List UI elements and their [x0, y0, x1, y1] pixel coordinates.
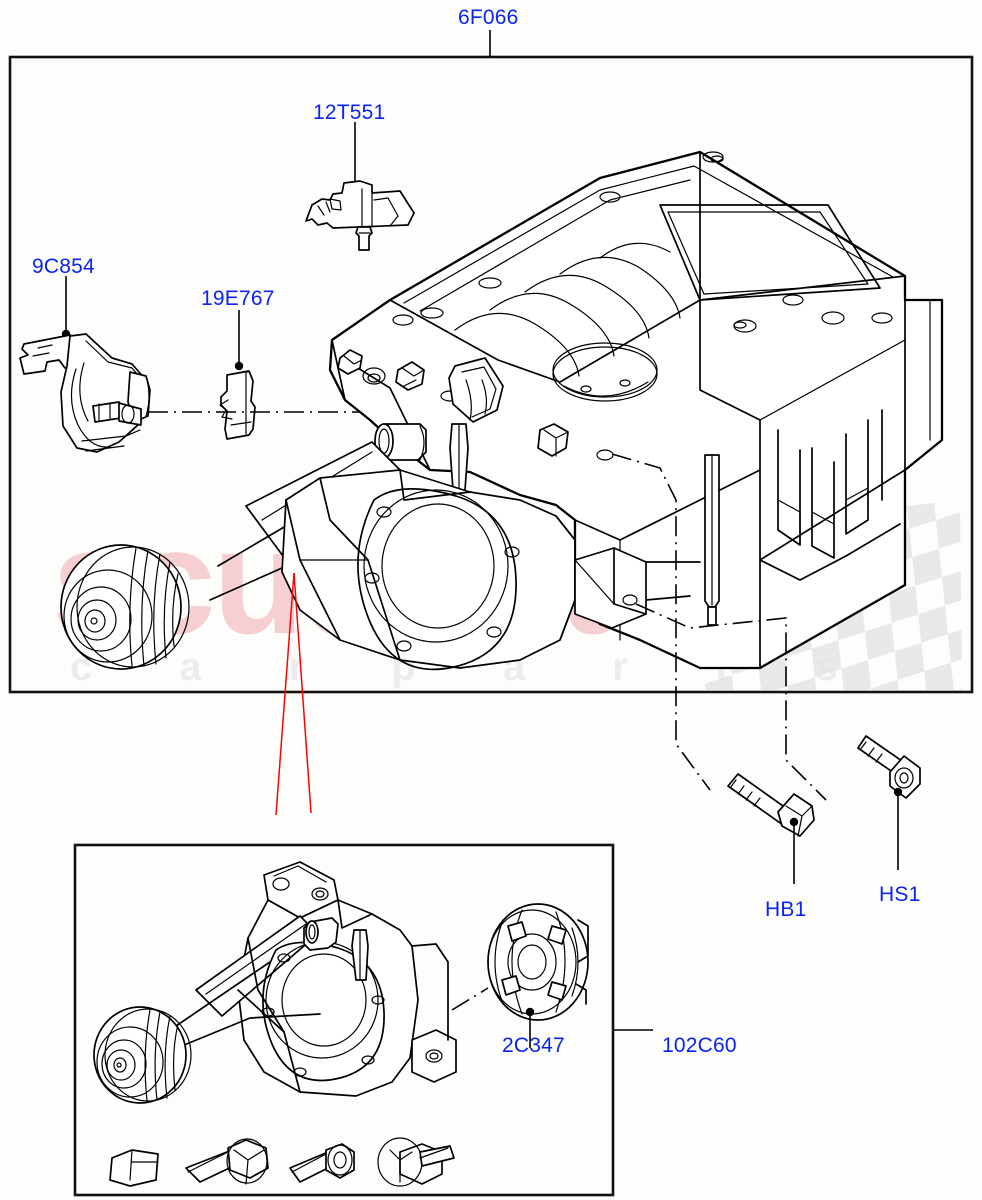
leader-dashdot-HB1 [611, 453, 711, 791]
label-102C60[interactable]: 102C60 [662, 1034, 737, 1057]
inset-fastener-socket-cap-screw-short [289, 1143, 355, 1183]
part-HB1-bolt [727, 773, 815, 884]
engine-cylinder-block [328, 150, 944, 670]
callout-red-left [275, 572, 295, 816]
inset-fastener-hex-flange-bolt-long [185, 1138, 269, 1185]
inset-water-pump-assembly [93, 861, 457, 1104]
part-19E767-arm [219, 310, 256, 440]
part-2C347-rotor-cover [451, 903, 589, 1048]
inset-fastener-hex-washer-bolt [377, 1137, 455, 1187]
label-9C854[interactable]: 9C854 [32, 255, 95, 278]
label-6F066[interactable]: 6F066 [458, 6, 519, 29]
water-pump-body-main [60, 441, 701, 671]
label-2C347[interactable]: 2C347 [502, 1034, 565, 1057]
part-12T551-sensor [305, 122, 415, 251]
inset-panel-border [73, 843, 615, 1197]
label-HB1[interactable]: HB1 [765, 898, 807, 921]
label-12T551[interactable]: 12T551 [313, 101, 386, 124]
label-HS1[interactable]: HS1 [879, 883, 921, 906]
leader-dashdot-HS1 [635, 603, 827, 801]
callout-red-right [293, 572, 312, 814]
main-panel-border [8, 55, 974, 694]
inset-fastener-spacer-sleeve [109, 1149, 159, 1187]
label-19E767[interactable]: 19E767 [201, 287, 275, 310]
part-HS1-screw [857, 735, 921, 870]
part-9C854-pump-bracket [19, 276, 151, 453]
